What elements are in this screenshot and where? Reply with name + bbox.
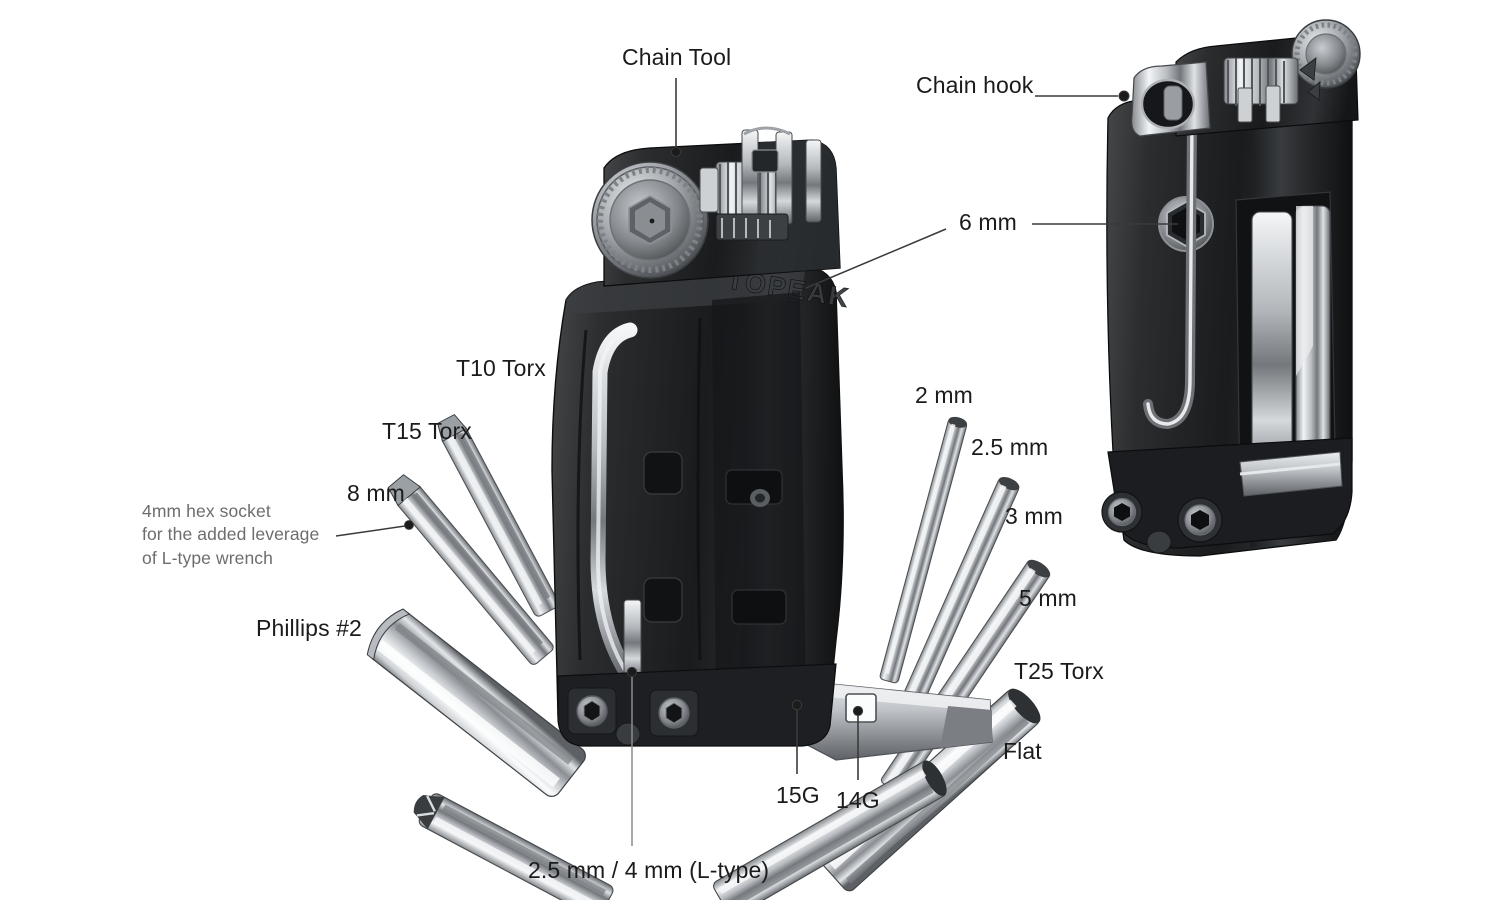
label-chain-tool: Chain Tool (622, 44, 732, 70)
label-hex-socket-note: 4mm hex socket for the added leverage of… (142, 500, 357, 570)
label-hex-8mm: 8 mm (347, 480, 405, 506)
note-line-1: 4mm hex socket (142, 501, 271, 521)
label-spoke-14g: 14G (836, 787, 880, 813)
note-line-3: of L-type wrench (142, 547, 273, 568)
left-tool-fan (366, 413, 614, 900)
chain-pin-drive (699, 126, 822, 241)
leader-15g (791, 699, 803, 774)
right-tool-fan (713, 416, 1051, 900)
folded-chain-head (1131, 19, 1361, 137)
folded-base-bolts (1101, 491, 1223, 554)
label-hex-2-5mm: 2.5 mm (971, 434, 1049, 460)
label-l-type: 2.5 mm / 4 mm (L-type) (528, 857, 770, 883)
label-hex-3mm: 3 mm (1005, 503, 1063, 529)
l-type-wrench (590, 322, 642, 686)
label-hex-6mm: 6 mm (959, 209, 1017, 235)
label-phillips: Phillips #2 (256, 615, 362, 641)
main-tool-body: TOPEAK (551, 264, 853, 747)
label-flat: Flat (1003, 738, 1042, 764)
leader-6mm-left (805, 228, 947, 289)
leader-l-type (626, 666, 638, 846)
chain-tool-head (591, 126, 841, 287)
leader-14g (852, 705, 864, 780)
main-tool-open: TOPEAK (366, 126, 1051, 900)
label-spoke-15g: 15G (776, 782, 820, 808)
leader-hex-socket-note (335, 520, 414, 537)
leader-lines (335, 78, 1178, 846)
label-torx-t25: T25 Torx (1014, 658, 1104, 684)
note-line-2: for the added leverage (142, 524, 320, 545)
base-bolts (567, 687, 699, 746)
leader-chain-tool (670, 78, 682, 158)
label-torx-t15: T15 Torx (382, 418, 472, 444)
folded-tool (1101, 19, 1361, 557)
knurl-teeth (597, 167, 703, 273)
label-torx-t10: T10 Torx (456, 355, 546, 381)
label-chain-hook: Chain hook (916, 72, 1034, 98)
label-hex-5mm: 5 mm (1019, 585, 1077, 611)
label-hex-2mm: 2 mm (915, 382, 973, 408)
leader-chain-hook (1035, 90, 1130, 102)
